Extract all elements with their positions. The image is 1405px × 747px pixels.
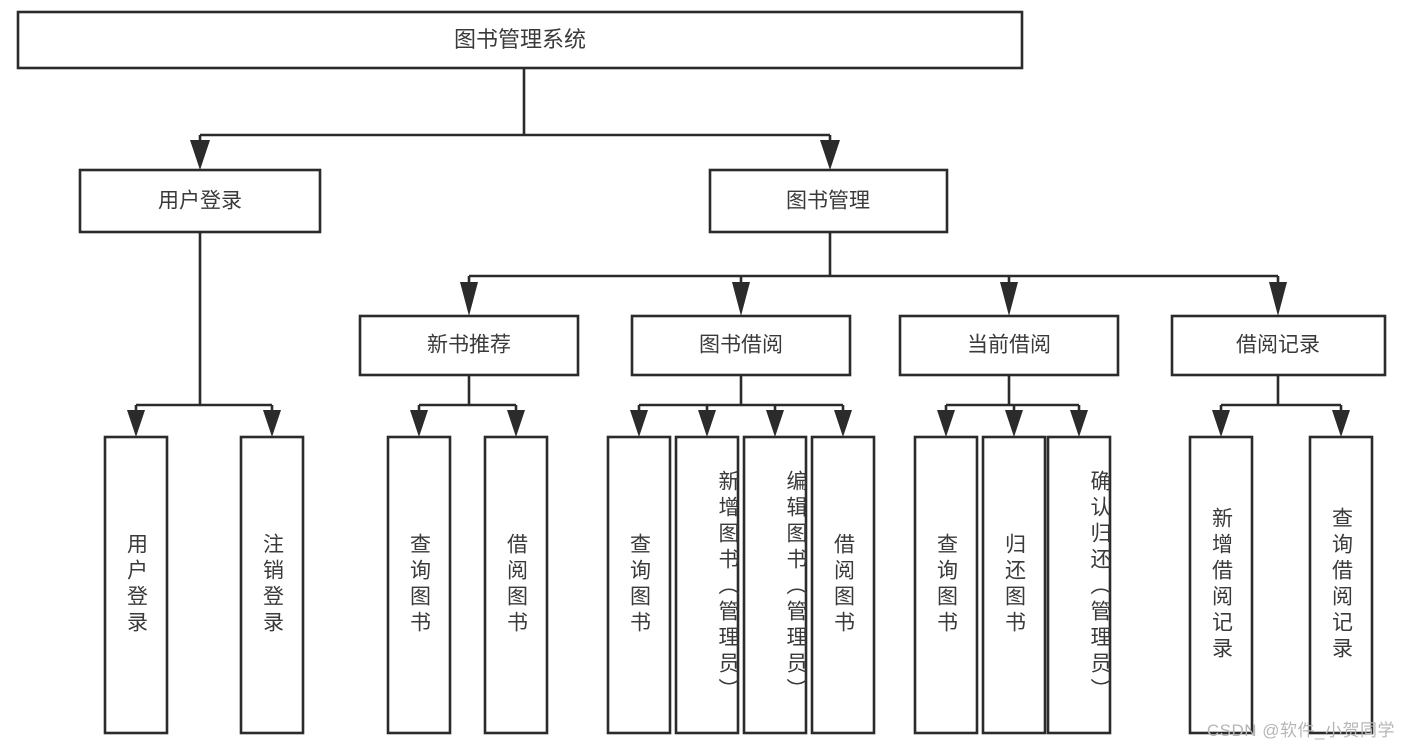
user-login-label: 用户登录 [158,190,242,213]
node-user-login[interactable]: 用户登录 [78,168,322,234]
new-book-recommend-box[interactable] [358,314,580,377]
node-book-borrow[interactable]: 图书借阅 [630,314,852,377]
arrow-to-current-borrow [1000,282,1018,316]
current-borrow-label: 当前借阅 [967,334,1051,357]
node-borrow-record[interactable]: 借阅记录 [1170,314,1387,377]
arrow-to-leaf-query-book-2 [630,410,648,437]
arrow-to-book-management [820,140,840,170]
leaf-box-add-book[interactable] [674,435,740,735]
root-box[interactable] [16,10,1024,70]
leaf-box-query-record[interactable] [1308,435,1374,735]
borrow-record-box[interactable] [1170,314,1387,377]
leaf-box-borrow-book-1[interactable] [483,435,549,735]
edge-new-book-recommend-bus [417,375,518,412]
arrow-to-leaf-logout [263,410,281,437]
edge-root-to-level1-bus [198,68,832,142]
edge-current-borrow-bus [944,375,1081,412]
edges-layer [127,68,1350,437]
leaf-box-add-record[interactable] [1188,435,1254,735]
arrow-to-leaf-query-book-1 [410,410,428,437]
leaf-box-query-book-2[interactable] [606,435,672,735]
node-root[interactable]: 图书管理系统 [16,10,1024,70]
arrow-to-leaf-query-record [1332,410,1350,437]
user-login-box[interactable] [78,168,322,234]
node-book-management[interactable]: 图书管理 [708,168,949,234]
arrow-to-new-book-recommend [460,282,478,316]
node-new-book-recommend[interactable]: 新书推荐 [358,314,580,377]
leaf-box-edit-book[interactable] [742,435,808,735]
arrow-to-user-login [190,140,210,170]
current-borrow-box[interactable] [898,314,1120,377]
new-book-recommend-label: 新书推荐 [427,334,511,357]
leaf-box-user-login[interactable] [103,435,169,735]
root-label: 图书管理系统 [454,27,586,52]
arrow-to-leaf-query-book-3 [937,410,955,437]
leaf-box-borrow-book-2[interactable] [810,435,876,735]
arrow-to-leaf-add-record [1212,410,1230,437]
arrow-to-leaf-return-book [1005,410,1023,437]
leaf-box-query-book-1[interactable] [386,435,452,735]
book-borrow-box[interactable] [630,314,852,377]
leaf-box-confirm-return[interactable] [1046,435,1112,735]
leaf-box-return-book[interactable] [981,435,1047,735]
arrow-to-book-borrow [732,282,750,316]
arrow-to-leaf-add-book [698,410,716,437]
node-current-borrow[interactable]: 当前借阅 [898,314,1120,377]
edge-user-login-bus [134,232,274,412]
borrow-record-label: 借阅记录 [1236,334,1320,357]
arrow-to-leaf-edit-book [766,410,784,437]
edge-book-management-bus [467,232,1280,284]
leaf-box-logout[interactable] [239,435,305,735]
leaf-boxes-layer [103,435,1374,735]
book-management-label: 图书管理 [786,190,870,213]
edge-borrow-record-bus [1219,375,1343,412]
edge-book-borrow-bus [637,375,845,412]
leaf-box-query-book-3[interactable] [913,435,979,735]
book-borrow-label: 图书借阅 [699,334,783,357]
arrow-to-leaf-user-login [127,410,145,437]
arrow-to-leaf-confirm-return [1070,410,1088,437]
arrow-to-leaf-borrow-book-1 [507,410,525,437]
book-management-box[interactable] [708,168,949,234]
arrow-to-leaf-borrow-book-2 [834,410,852,437]
arrow-to-borrow-record [1269,282,1287,316]
